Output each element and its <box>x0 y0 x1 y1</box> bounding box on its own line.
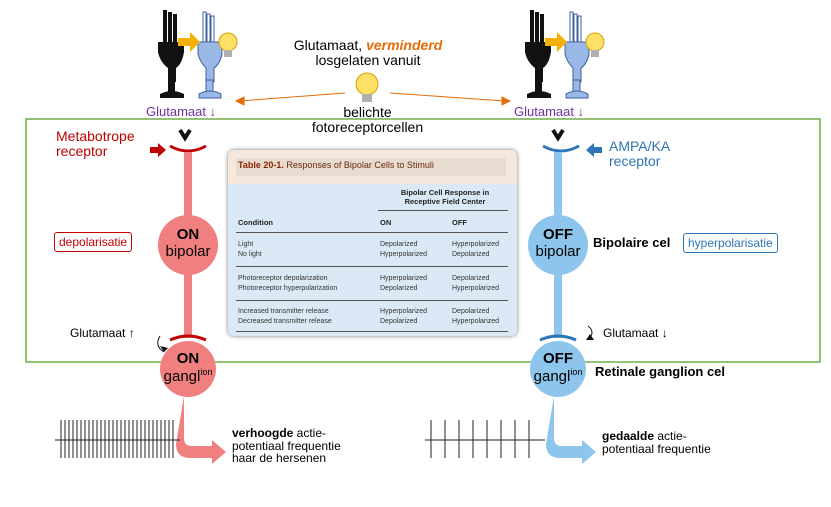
on-ganglion-sup: ion <box>200 367 213 378</box>
on-pathway <box>150 128 226 464</box>
table-title-rest: Responses of Bipolar Cells to Stimuli <box>283 160 434 170</box>
right-photoreceptor-dark <box>525 10 551 98</box>
table-row-on: Hyperpolarized <box>380 275 428 282</box>
bipolar-region-frame <box>25 118 821 363</box>
on-output-line3: haar de hersenen <box>232 451 327 466</box>
left-synapse-label: Glutamaat ↑ <box>70 326 135 340</box>
off-output-label: gedaalde actie- potentiaal frequentie <box>602 430 711 455</box>
off-bipolar-bottom: bipolar <box>535 243 581 261</box>
table-group-rule <box>378 210 508 211</box>
right-photoreceptor-light <box>564 11 590 99</box>
top-caption-plain: Glutamaat, <box>293 37 367 53</box>
left-photoreceptor-dark <box>158 10 184 98</box>
table-group-header-line2: Receptive Field Center <box>404 197 486 206</box>
table-row-condition: Increased transmitter release <box>238 308 329 315</box>
table-row-on: Depolarized <box>380 285 418 292</box>
table-title-bar <box>236 158 506 176</box>
table-row-on: Hyperpolarized <box>380 251 428 258</box>
light-caption-line2: fotoreceptorcellen <box>311 118 424 135</box>
table-row-on: Depolarized <box>380 318 418 325</box>
table-row-rule <box>236 300 508 301</box>
metabotropic-receptor-label: Metabotrope receptor <box>56 129 135 158</box>
table-header-rule <box>236 232 508 233</box>
ampa-receptor-label: AMPA/KA receptor <box>609 139 670 168</box>
off-ganglion-bottom: gangl <box>533 368 571 386</box>
off-spike-train <box>425 420 545 458</box>
table-row-rule <box>236 266 508 267</box>
col-condition: Condition <box>238 218 273 227</box>
table-group-header-line1: Bipolar Cell Response in <box>400 188 490 197</box>
on-spike-train <box>55 420 180 458</box>
table-row-condition: Light <box>238 241 254 248</box>
table-bottom-rule <box>236 331 508 332</box>
on-output-label: verhoogde actie- potentiaal frequentie h… <box>232 427 341 465</box>
on-ganglion-bottom: gangl <box>163 368 201 386</box>
right-bulb-icon <box>585 32 605 57</box>
retinal-ganglion-label: Retinale ganglion cel <box>595 364 726 379</box>
left-bulb-icon <box>218 32 238 57</box>
table-row-condition: No light <box>238 251 262 258</box>
right-photoreceptor-arrow <box>545 32 567 52</box>
off-receptor-arrow <box>586 143 602 157</box>
top-caption-emphasis: verminderd <box>366 37 443 53</box>
table-row-off: Depolarized <box>452 275 490 282</box>
off-pathway <box>528 128 602 464</box>
left-photoreceptor-light <box>197 11 223 99</box>
off-bipolar-top: OFF <box>543 226 573 243</box>
left-glutamate-label: Glutamaat ↓ <box>146 104 217 119</box>
top-caption: Glutamaat, verminderd losgelaten vanuit <box>280 38 456 67</box>
table-row-condition: Photoreceptor hyperpolarization <box>238 285 338 292</box>
on-output-rest: actie- <box>293 426 327 440</box>
left-photoreceptor-arrow <box>178 32 200 52</box>
off-output-line2: potentiaal frequentie <box>602 441 711 456</box>
on-bipolar-bottom: bipolar <box>165 243 211 261</box>
table-row-off: Depolarized <box>452 308 490 315</box>
metabotropic-line2: receptor <box>56 142 108 159</box>
on-ganglion-cell: ON ganglion <box>158 350 218 386</box>
on-output-bold: verhoogde <box>232 426 294 440</box>
off-ganglion-cell: OFF ganglion <box>528 350 588 386</box>
off-ganglion-top: OFF <box>543 350 573 367</box>
table-row-on: Depolarized <box>380 241 418 248</box>
on-bipolar-top: ON <box>176 226 200 243</box>
off-ganglion-sup: ion <box>570 367 583 378</box>
on-synapse-curl <box>157 335 165 353</box>
off-output-bold: gedaalde <box>602 429 655 443</box>
off-output-rest: actie- <box>654 429 687 443</box>
table-row-off: Depolarized <box>452 251 490 258</box>
bipolar-response-table: Table 20-1. Responses of Bipolar Cells t… <box>228 150 517 336</box>
bipolar-cell-label: Bipolaire cel <box>593 235 671 250</box>
table-row-off: Hyperpolarized <box>452 241 500 248</box>
light-caption-line1: belichte <box>343 104 392 120</box>
table-row-off: Hyperpolarized <box>452 285 500 292</box>
table-group-header: Bipolar Cell Response in Receptive Field… <box>380 188 510 206</box>
on-output-line2: potentiaal frequentie <box>232 438 341 453</box>
table-title: Table 20-1. Responses of Bipolar Cells t… <box>238 160 434 170</box>
top-caption-line2: losgelaten vanuit <box>315 51 421 68</box>
table-title-bold: Table 20-1. <box>238 160 284 170</box>
table-row-condition: Photoreceptor depolarization <box>238 275 328 282</box>
on-receptor-arrow <box>150 143 166 157</box>
depolarization-box: depolarisatie <box>54 232 133 252</box>
center-bulb-icon <box>355 72 379 102</box>
right-synapse-label: Glutamaat ↓ <box>603 326 668 340</box>
metabotropic-line1: Metabotrope <box>56 128 135 144</box>
off-bipolar-cell: OFF bipolar <box>528 226 588 261</box>
col-on: ON <box>380 218 392 227</box>
on-bipolar-cell: ON bipolar <box>158 226 218 261</box>
table-row-off: Hyperpolarized <box>452 318 500 325</box>
table-row-condition: Decreased transmitter release <box>238 318 332 325</box>
col-off: OFF <box>452 218 467 227</box>
table-row-on: Hyperpolarized <box>380 308 428 315</box>
hyperpolarization-box: hyperpolarisatie <box>683 233 778 253</box>
orange-arrows <box>234 92 512 106</box>
right-glutamate-label: Glutamaat ↓ <box>514 104 585 119</box>
on-ganglion-top: ON <box>176 350 200 367</box>
ampa-line1: AMPA/KA <box>609 138 671 154</box>
ampa-line2: receptor <box>609 152 661 169</box>
light-caption: belichte fotoreceptorcellen <box>300 105 435 134</box>
